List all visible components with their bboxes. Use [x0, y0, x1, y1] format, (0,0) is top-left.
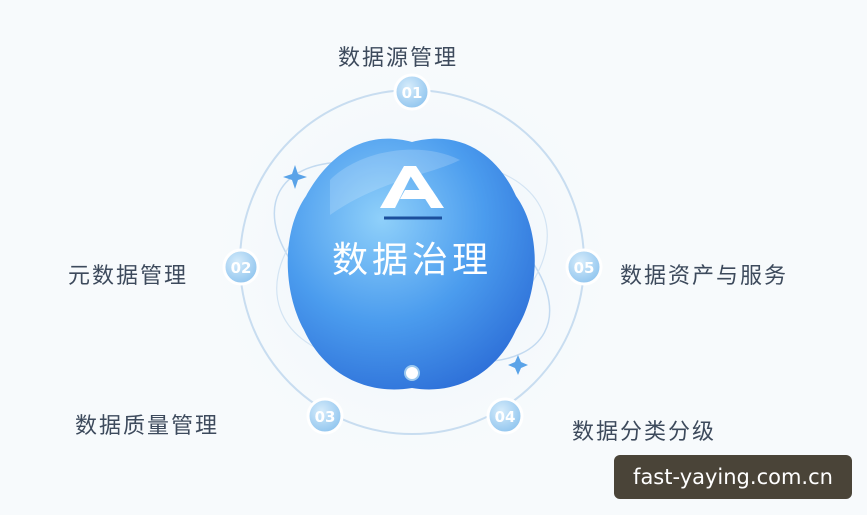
node-label-classification: 数据分类分级 [572, 420, 717, 445]
ai-logo-icon [380, 166, 444, 220]
center-blob [287, 138, 535, 390]
node-label-metadata: 元数据管理 [68, 264, 189, 289]
node-04: 04 [486, 397, 524, 435]
node-05: 05 [565, 248, 603, 286]
watermark-badge: fast-yaying.com.cn [614, 455, 852, 499]
blob-dot [404, 365, 420, 381]
node-number: 02 [231, 259, 252, 277]
center-title: 数据治理 [332, 240, 492, 281]
node-number: 03 [315, 408, 336, 426]
node-number: 05 [574, 259, 595, 277]
node-label-data-quality: 数据质量管理 [75, 414, 220, 439]
sparkle-icon [283, 165, 307, 189]
node-label-assets-services: 数据资产与服务 [620, 264, 789, 289]
node-03: 03 [306, 397, 344, 435]
sparkle-icon [508, 355, 528, 375]
node-01: 01 [393, 73, 431, 111]
node-02: 02 [222, 248, 260, 286]
node-number: 01 [402, 84, 423, 102]
node-number: 04 [495, 408, 516, 426]
node-label-data-source: 数据源管理 [338, 46, 459, 71]
